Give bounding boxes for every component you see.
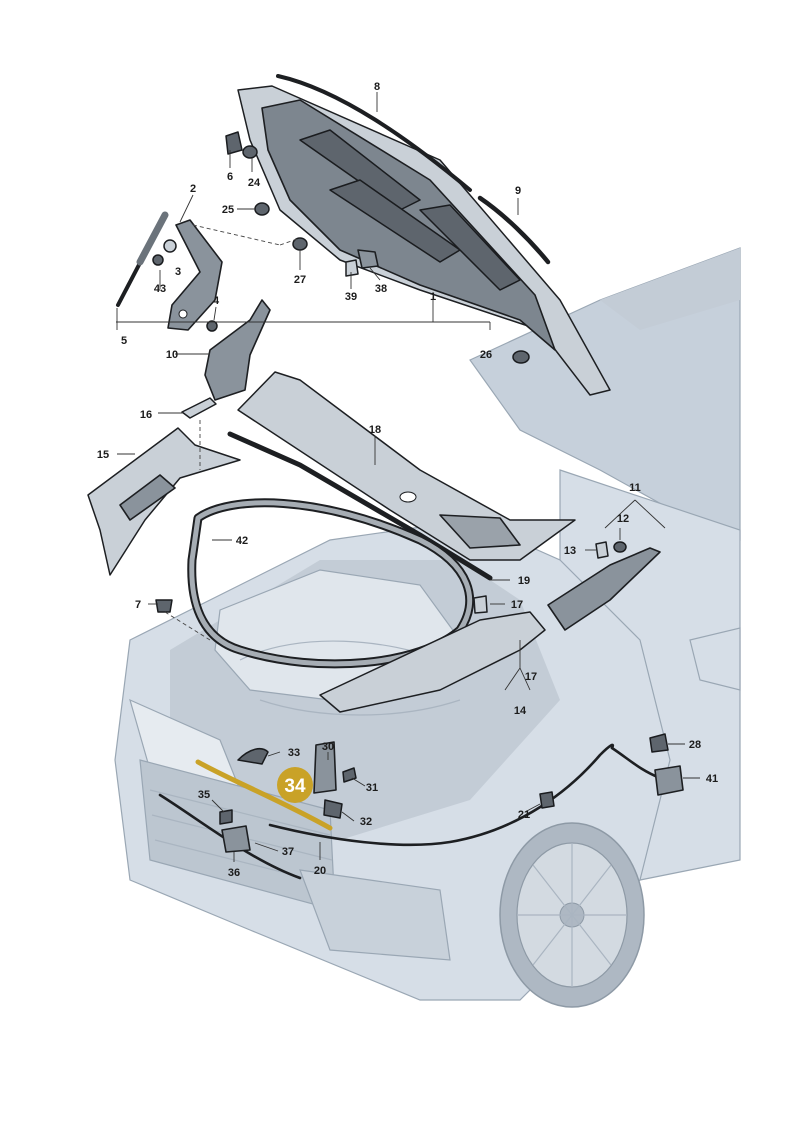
callout-2: 2 [190, 183, 196, 195]
callout-8: 8 [374, 81, 380, 93]
callout-28: 28 [689, 739, 701, 751]
bolt-4 [206, 320, 218, 332]
callout-labels: 1 2 3 4 5 6 7 8 9 10 11 12 13 14 15 16 1… [97, 81, 718, 879]
clip-13 [595, 541, 609, 559]
callout-27: 27 [294, 274, 306, 286]
callout-11: 11 [629, 482, 641, 494]
callout-18: 18 [369, 424, 381, 436]
plenum-panel-18 [237, 371, 576, 561]
callout-9: 9 [515, 185, 521, 197]
cable-20 [268, 743, 615, 847]
bolt-35 [219, 809, 233, 825]
cover-14 [319, 611, 546, 713]
latch-32 [323, 799, 343, 819]
callout-5: 5 [121, 335, 127, 347]
callout-17b: 17 [525, 671, 537, 683]
hood-seal-8 [276, 74, 472, 192]
grommet-24 [242, 145, 258, 159]
callout-32: 32 [360, 816, 372, 828]
bracket-16 [181, 397, 217, 419]
callout-36: 36 [228, 867, 240, 879]
clip-3 [163, 239, 177, 253]
grommet-25 [254, 202, 270, 216]
highlighted-cable-34 [195, 759, 333, 831]
clip-7 [155, 599, 173, 613]
plenum-cover [227, 371, 576, 581]
callout-10: 10 [166, 349, 178, 361]
hood-seal-9 [477, 195, 551, 265]
clip-39 [345, 259, 359, 277]
clip-38 [357, 249, 379, 269]
callout-15: 15 [97, 449, 109, 461]
leader-lines [116, 92, 700, 862]
seal-19 [227, 431, 493, 581]
callout-13: 13 [564, 545, 576, 557]
callout-20: 20 [314, 865, 326, 877]
callout-39: 39 [345, 291, 357, 303]
panel-15 [87, 427, 241, 576]
handle-28 [649, 733, 669, 753]
clip-21 [539, 791, 555, 809]
front-bumper [299, 869, 451, 961]
callout-33: 33 [288, 747, 300, 759]
callout-17a: 17 [511, 599, 523, 611]
release-cable [158, 733, 684, 880]
callout-35: 35 [198, 789, 210, 801]
callout-7: 7 [135, 599, 141, 611]
clips [225, 131, 530, 364]
clip-43 [152, 254, 164, 266]
callout-42: 42 [236, 535, 248, 547]
highlight-badge-34[interactable]: 34 [277, 767, 313, 803]
hinge-bracket [204, 299, 271, 401]
callout-4: 4 [213, 295, 220, 307]
callout-26: 26 [480, 349, 492, 361]
latch-33 [237, 747, 269, 765]
callout-31: 31 [366, 782, 378, 794]
buffer-6 [225, 131, 243, 155]
cover-11 [547, 541, 661, 631]
latch-36 [221, 825, 251, 853]
callout-16: 16 [140, 409, 152, 421]
hinge-assembly [116, 211, 271, 401]
callout-3: 3 [175, 266, 181, 278]
front-wheel [499, 822, 645, 1008]
hood [237, 85, 611, 396]
callout-14: 14 [514, 705, 527, 717]
callout-12: 12 [617, 513, 629, 525]
callout-41: 41 [706, 773, 718, 785]
lever-41 [654, 765, 684, 796]
callout-25: 25 [222, 204, 234, 216]
callout-19: 19 [518, 575, 530, 587]
callout-21: 21 [518, 809, 530, 821]
clip-17-upper [473, 595, 488, 614]
callout-24: 24 [248, 177, 261, 189]
hood-latch-30 [313, 741, 337, 794]
callout-38: 38 [375, 283, 387, 295]
grommet-26 [512, 350, 530, 364]
roof [600, 248, 740, 330]
left-side-panels [87, 397, 241, 576]
callout-43: 43 [154, 283, 166, 295]
callout-6: 6 [227, 171, 233, 183]
callout-30: 30 [322, 741, 334, 753]
callout-1: 1 [430, 291, 436, 303]
callout-37: 37 [282, 846, 294, 858]
hood-hinge [167, 219, 223, 331]
side-mirror [689, 627, 741, 691]
grommet-12 [613, 541, 627, 553]
highlight-badge-label: 34 [284, 776, 306, 797]
